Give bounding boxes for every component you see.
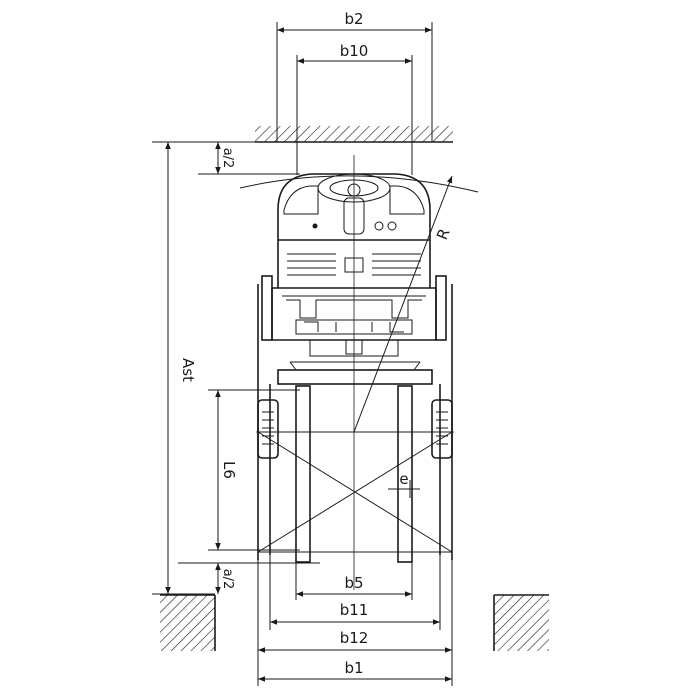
label-a-half-top: a/2: [220, 148, 235, 169]
label-b12: b12: [340, 629, 369, 647]
top-wall: [255, 126, 453, 143]
dimension-b1: b1: [258, 659, 452, 682]
truck-body: [261, 173, 447, 385]
forks: [295, 385, 413, 563]
label-l6: L6: [220, 461, 238, 479]
dimension-b11: b11: [269, 555, 441, 630]
label-b11: b11: [340, 601, 369, 619]
label-ast: Ast: [179, 358, 197, 382]
dimension-a-half-top: a/2: [198, 142, 300, 175]
dimension-b12: b12: [257, 560, 453, 686]
dimension-l6: L6: [208, 389, 300, 551]
label-b2: b2: [344, 10, 363, 28]
label-a-half-bottom: a/2: [220, 569, 235, 590]
dimension-a-half-bottom: a/2: [178, 562, 320, 594]
label-b5: b5: [344, 574, 363, 592]
left-wall: [160, 594, 216, 651]
pallet: [256, 431, 454, 553]
turning-radius: R: [239, 175, 479, 433]
label-r: R: [433, 226, 454, 242]
side-frame: [257, 284, 453, 560]
label-e: e: [399, 470, 408, 488]
dimension-b2: b2: [276, 10, 433, 142]
dimension-b5: b5: [295, 562, 413, 600]
right-wall: [493, 594, 549, 651]
dimension-e: e: [388, 470, 420, 498]
left-front-wheel: [257, 399, 279, 459]
label-b1: b1: [344, 659, 363, 677]
label-b10: b10: [340, 42, 369, 60]
right-front-wheel: [431, 399, 453, 459]
dimension-b10: b10: [296, 42, 413, 175]
dimension-ast: Ast: [152, 141, 255, 595]
